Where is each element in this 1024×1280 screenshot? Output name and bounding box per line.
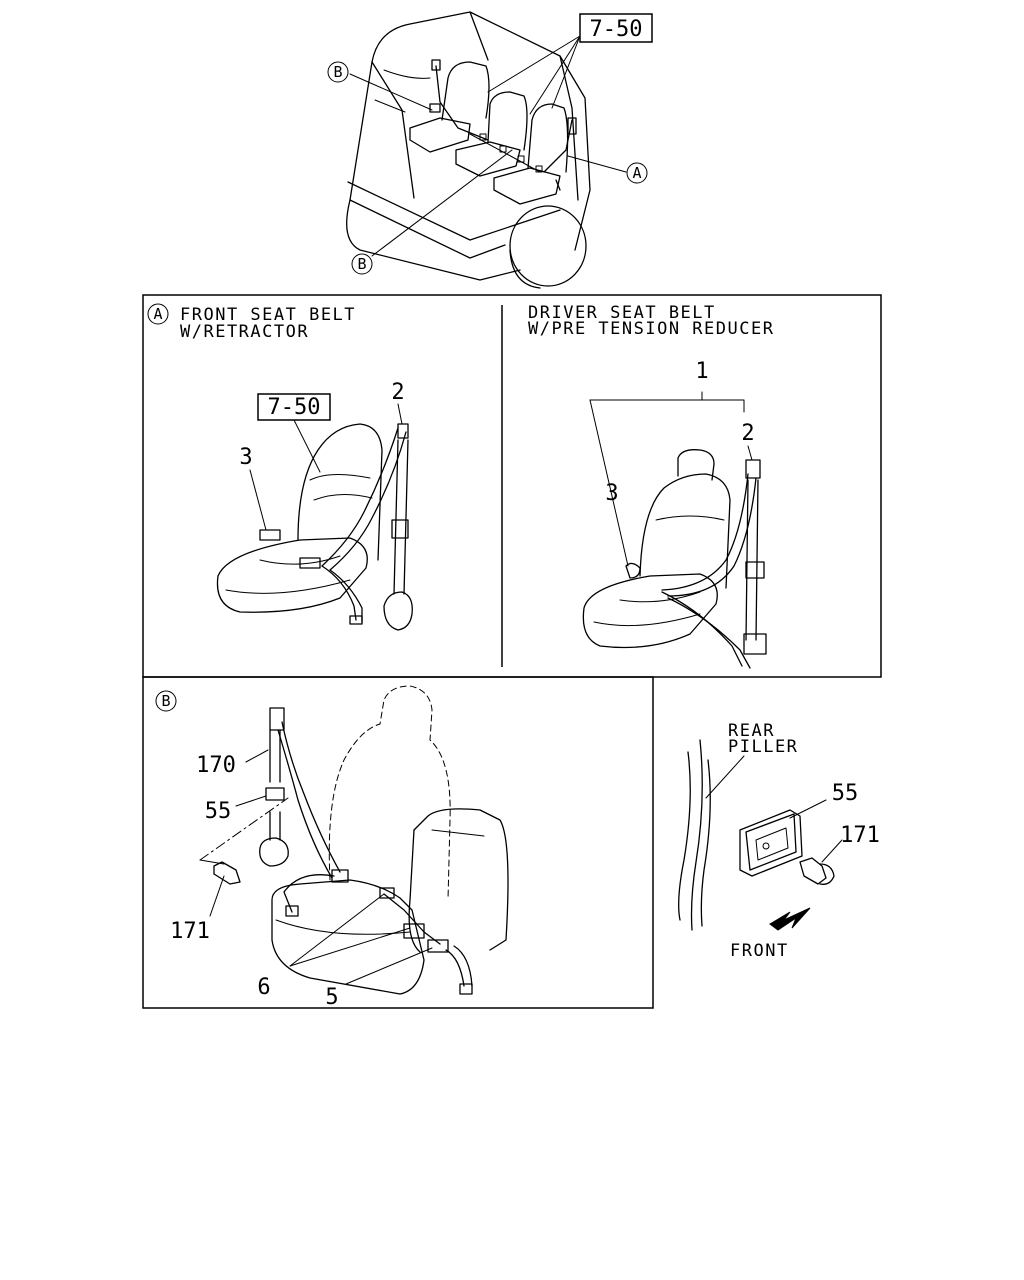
panel-b-axis-line: [199, 797, 289, 861]
panel-b-5-leader: [345, 947, 433, 985]
panel-a-frame: [142, 294, 882, 678]
pillar-label-line2: PILLER: [728, 737, 798, 757]
overview-marker-a: A: [632, 164, 641, 182]
panel-b-part-6: 6: [257, 975, 270, 1000]
overview-ref-label: 7-50: [590, 17, 643, 42]
driver-part-3: 3: [605, 481, 618, 506]
driver-buckle-leader: [589, 399, 629, 567]
front-direction-label: FRONT: [730, 941, 789, 961]
overview-marker-b-upper: B: [333, 63, 342, 81]
pillar-55-leader: [789, 799, 827, 819]
panel-b-part-170: 170: [196, 753, 236, 778]
rear-pillar-drawing: [678, 739, 835, 931]
pillar-171-leader: [821, 839, 843, 863]
pillar-part-171: 171: [840, 823, 880, 848]
driver-seat-drawing: [582, 449, 767, 669]
panel-b-marker: B: [161, 692, 170, 710]
panel-b-part-171: 171: [170, 919, 210, 944]
pillar-label-line1: REAR: [728, 721, 775, 741]
panel-a-marker-circle: [147, 303, 169, 325]
driver-part-2-leader: [747, 445, 753, 461]
panel-b-55-leader: [235, 795, 267, 807]
driver-assembly-bracket: [589, 399, 745, 413]
panel-a-part-2: 2: [391, 380, 404, 405]
pillar-part-55: 55: [832, 781, 859, 806]
panel-a-title-line1: FRONT SEAT BELT: [180, 305, 356, 325]
overview-leader-lines: [349, 35, 627, 257]
panel-a-part-3-leader: [249, 469, 267, 531]
driver-part-2: 2: [741, 421, 754, 446]
overview-marker-b-lower: B: [357, 255, 366, 273]
panel-b-6-leader-b: [289, 927, 411, 967]
overview-marker-b-circle: [327, 61, 349, 83]
panel-a-marker: A: [153, 305, 162, 323]
overview-marker-a-circle: [626, 162, 648, 184]
panel-b-part-55: 55: [205, 799, 232, 824]
panel-a-part-3: 3: [239, 445, 252, 470]
panel-b-axis-tick: [199, 859, 225, 865]
panel-b-marker-circle: [155, 690, 177, 712]
driver-title-line2: W/PRE TENSION REDUCER: [528, 319, 774, 339]
panel-a-title-line2: W/RETRACTOR: [180, 322, 309, 342]
panel-b-part-5: 5: [325, 985, 338, 1010]
panel-a-seat-drawing: [216, 423, 413, 631]
driver-title-line1: DRIVER SEAT BELT: [528, 303, 716, 323]
overview-marker-b-lower-circle: [351, 253, 373, 275]
panel-b-171-leader: [209, 875, 225, 917]
panel-a-ref-leader: [293, 419, 321, 473]
panel-b-170-leader: [245, 749, 269, 763]
overview-ref-box: [579, 13, 653, 43]
driver-part-1: 1: [695, 359, 708, 384]
pillar-label-leader: [705, 755, 745, 799]
panel-b-6-leader-a: [289, 893, 385, 967]
panel-a-ref-label: 7-50: [268, 395, 321, 420]
panel-b-frame: [142, 676, 654, 1009]
panel-b-seat-drawing: [213, 685, 509, 995]
panel-a-part-2-leader: [397, 403, 403, 425]
overview-cab-drawing: [346, 11, 591, 289]
